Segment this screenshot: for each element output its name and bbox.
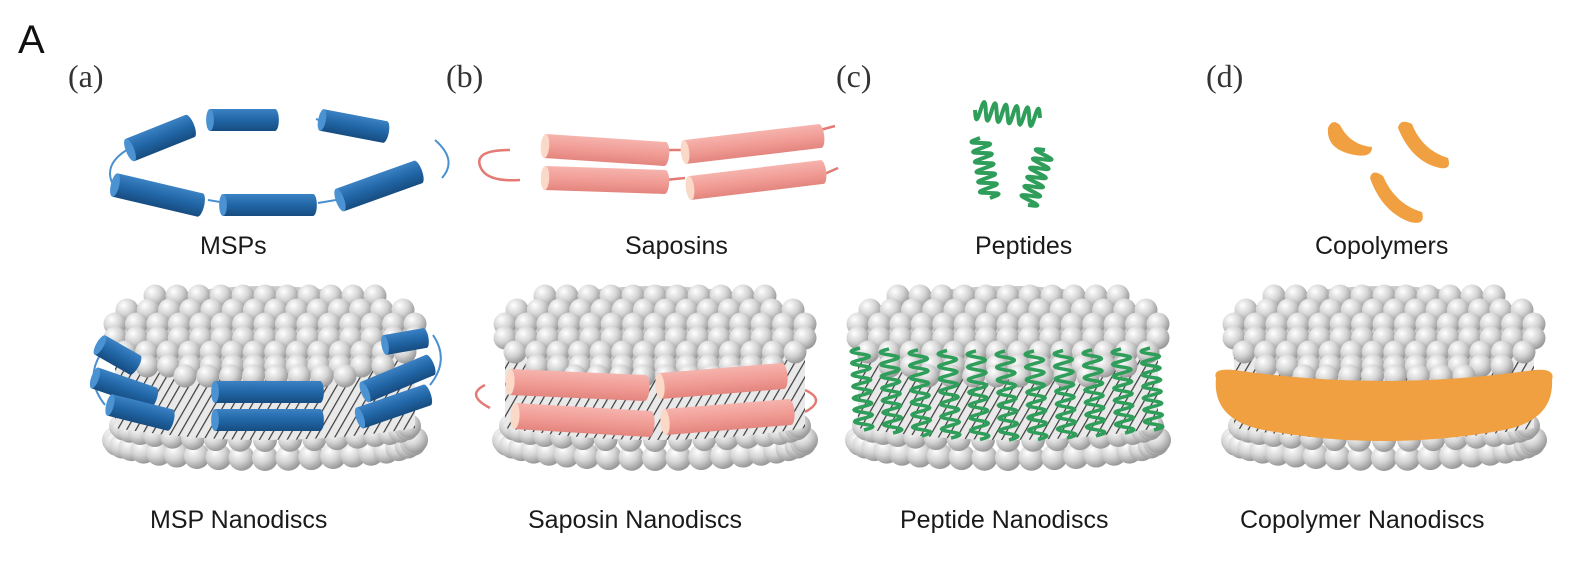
msp-belt-helix — [105, 394, 175, 431]
saposin-linkers — [478, 124, 839, 182]
peptide-belt-helix — [1110, 347, 1136, 435]
peptide-belt-helix — [849, 346, 875, 432]
peptide-belt-helix — [936, 348, 962, 440]
msp-belt-illustration — [109, 109, 450, 217]
saposin-nanodisc-illustration — [475, 284, 818, 471]
copolymer-chain — [1327, 122, 1372, 156]
saposin-belt-helix — [660, 399, 795, 435]
component-label-peptides: Peptides — [975, 232, 1073, 260]
peptide-helices — [969, 100, 1054, 208]
copolymer-nanodisc — [1215, 284, 1553, 471]
saposin-proteins — [478, 124, 839, 200]
peptide-belt-helix — [1081, 348, 1107, 438]
copolymer-chain — [1370, 172, 1423, 223]
msp-belt-helix — [211, 381, 324, 403]
msp-belt-helix — [381, 328, 429, 355]
lower-leaflet — [492, 414, 818, 471]
copolymer-nanodisc-illustration — [1215, 284, 1553, 471]
copolymer-chains — [1327, 121, 1449, 223]
msp-belt-helix — [359, 354, 436, 403]
peptide-helix — [1019, 147, 1054, 208]
saposin-helix — [540, 134, 670, 166]
figure-label: A — [18, 18, 45, 62]
msp-nanodisc-illustration — [89, 284, 442, 471]
copolymer-illustration — [1327, 121, 1449, 223]
component-label-saposins: Saposins — [625, 232, 728, 260]
assembly-label-msp: MSP Nanodiscs — [150, 506, 328, 534]
peptide-belt-helix — [1023, 349, 1049, 442]
peptide-belt-helix — [878, 347, 904, 435]
msp-helix — [219, 194, 317, 216]
component-label-copolymers: Copolymers — [1315, 232, 1449, 260]
peptide-belt-helix — [1052, 348, 1078, 440]
msp-helix — [124, 114, 196, 162]
assembly-label-peptide: Peptide Nanodiscs — [900, 506, 1109, 534]
msp-nanodisc — [89, 284, 442, 471]
panel-tag-a: (a) — [68, 58, 104, 94]
msp-helix — [206, 109, 279, 131]
msp-belt-helix — [93, 335, 142, 375]
upper-leaflet — [1222, 284, 1546, 388]
peptide-belt-helix — [1139, 346, 1165, 432]
saposin-helix — [540, 166, 670, 194]
copolymer-belt — [1215, 369, 1553, 441]
copolymer-chain — [1398, 121, 1449, 169]
saposin-belt-helix — [510, 403, 655, 437]
assembly-label-copolymer: Copolymer Nanodiscs — [1240, 506, 1485, 534]
msp-protein-ring — [109, 109, 450, 217]
peptide-nanodisc — [845, 284, 1171, 471]
peptide-belt-helix — [994, 349, 1020, 442]
msp-helix — [110, 173, 205, 217]
upper-leaflet — [103, 284, 427, 388]
panel-copolymer: (d) Copolymers Copolymer Nanodiscs — [1200, 0, 1590, 586]
assembly-label-saposin: Saposin Nanodiscs — [528, 506, 743, 534]
saposin-belt-linkers — [475, 383, 818, 414]
peptide-belt-helix — [907, 348, 933, 438]
msp-belt-helix — [89, 367, 159, 409]
msp-helix — [317, 109, 390, 143]
peptide-belt-helix — [965, 349, 991, 442]
upper-leaflet — [493, 284, 817, 388]
msp-helix — [334, 160, 424, 212]
peptide-helix — [973, 100, 1042, 128]
peptide-nanodisc-illustration — [845, 284, 1171, 471]
lower-leaflet — [1221, 414, 1547, 471]
panel-msp: (a) MSPs MSP Nanodiscs — [60, 0, 450, 586]
saposin-helix — [685, 160, 827, 200]
component-label-msps: MSPs — [200, 232, 267, 260]
saposin-nanodisc — [475, 284, 818, 471]
saposin-belt-helix — [505, 369, 650, 401]
panel-tag-b: (b) — [446, 58, 484, 94]
peptide-illustration — [969, 100, 1054, 208]
panel-tag-d: (d) — [1206, 58, 1244, 94]
peptide-helix — [969, 136, 1001, 200]
saposin-helix — [680, 124, 825, 164]
panel-peptide: (c) Peptides Peptide Nanodiscs — [830, 0, 1220, 586]
msp-belt-helix — [354, 384, 433, 429]
panel-saposin: (b) Saposins Saposin Nanodiscs — [440, 0, 839, 586]
panel-tag-c: (c) — [836, 58, 872, 94]
saposin-belt-helix — [655, 363, 788, 399]
msp-belt-helix — [211, 409, 324, 431]
saposin-illustration — [478, 124, 839, 200]
